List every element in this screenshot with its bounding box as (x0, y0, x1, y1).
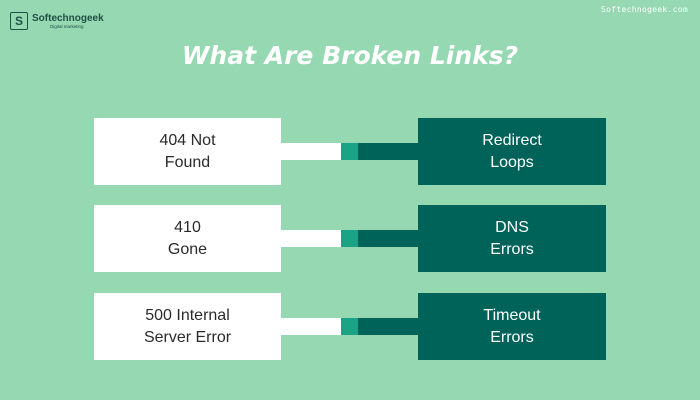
connector-white-segment (281, 230, 342, 247)
site-watermark: Softechnogeek.com (601, 5, 688, 14)
error-code-label: 500 Internal Server Error (143, 306, 232, 346)
error-type-box: Timeout Errors (418, 293, 606, 360)
error-code-label: 410 Gone (167, 218, 208, 258)
error-type-label: Redirect Loops (482, 131, 542, 171)
error-type-label: Timeout Errors (483, 306, 541, 346)
connector-dark-segment (358, 318, 419, 335)
connector-teal-segment (341, 143, 359, 160)
error-code-box: 410 Gone (94, 205, 281, 272)
logo-name: Softechnogeek (32, 12, 104, 24)
brand-logo: S Softechnogeek Digital marketing (10, 12, 104, 30)
connector-white-segment (281, 318, 342, 335)
error-type-label: DNS Errors (490, 218, 534, 258)
error-type-box: DNS Errors (418, 205, 606, 272)
error-code-box: 404 Not Found (94, 118, 281, 185)
connector-white-segment (281, 143, 342, 160)
connector-dark-segment (358, 143, 419, 160)
error-type-box: Redirect Loops (418, 118, 606, 185)
logo-text: Softechnogeek Digital marketing (32, 13, 104, 30)
link-error-row: 500 Internal Server Error Timeout Errors (0, 293, 700, 361)
error-code-box: 500 Internal Server Error (94, 293, 281, 360)
logo-tagline: Digital marketing (50, 23, 84, 29)
connector-teal-segment (341, 318, 359, 335)
link-error-row: 410 Gone DNS Errors (0, 205, 700, 273)
page-title: What Are Broken Links? (181, 41, 519, 70)
error-code-label: 404 Not Found (159, 131, 216, 171)
connector-teal-segment (341, 230, 359, 247)
link-error-row: 404 Not Found Redirect Loops (0, 118, 700, 186)
connector-dark-segment (358, 230, 419, 247)
logo-mark-icon: S (10, 12, 28, 30)
